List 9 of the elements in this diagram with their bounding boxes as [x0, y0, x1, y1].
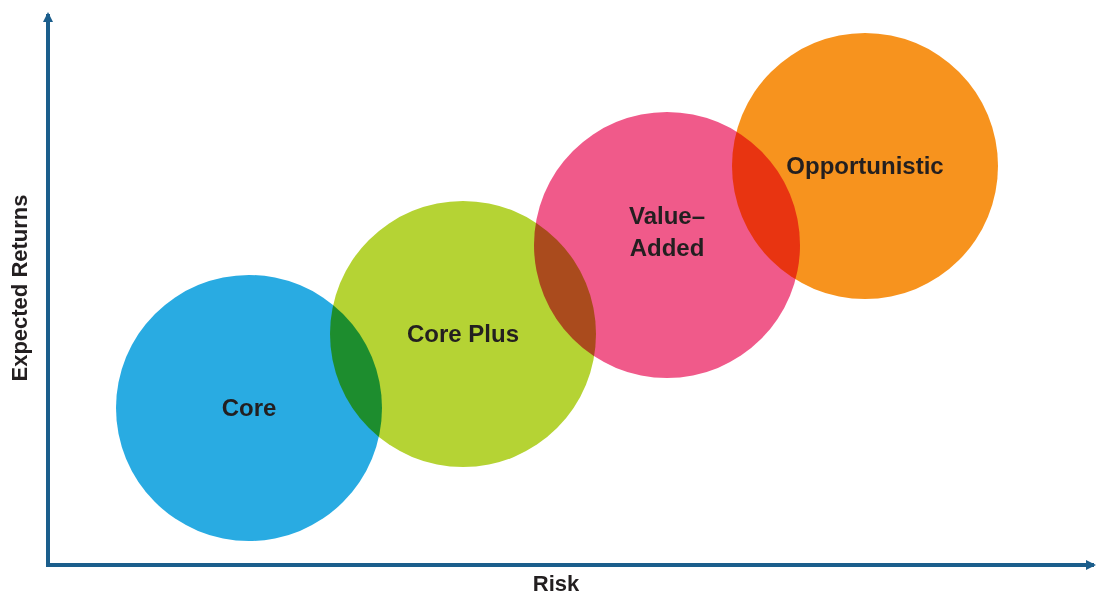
circle-label: Value–Added [627, 200, 707, 263]
circle-label: Core Plus [406, 319, 520, 349]
circle-label: Core [220, 393, 278, 423]
category-circle [116, 275, 382, 541]
category-circle [330, 201, 596, 467]
x-axis-label: Risk [532, 571, 580, 597]
category-circle [732, 33, 998, 299]
circle-label: Opportunistic [785, 151, 945, 181]
y-axis-label: Expected Returns [7, 194, 33, 382]
